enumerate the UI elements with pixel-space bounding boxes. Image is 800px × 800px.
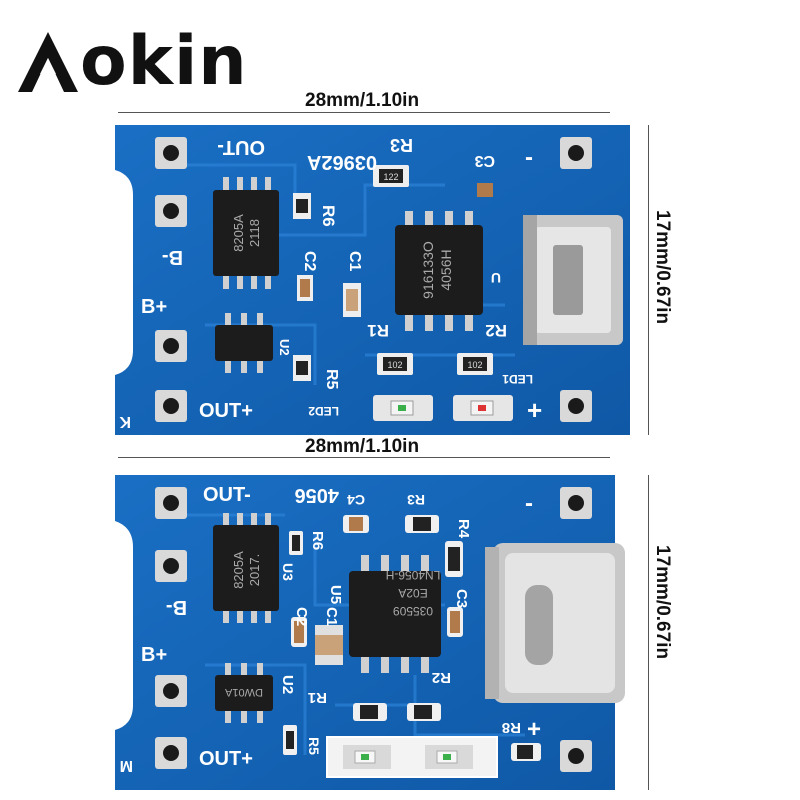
svg-text:R6: R6: [319, 205, 338, 227]
svg-text:C2: C2: [301, 251, 318, 272]
svg-text:R5: R5: [323, 369, 340, 390]
svg-text:4056H: 4056H: [438, 249, 454, 290]
svg-text:K: K: [119, 413, 131, 430]
svg-text:OUT+: OUT+: [199, 748, 253, 770]
svg-text:C3: C3: [453, 589, 470, 608]
left-pads: [155, 137, 187, 422]
micro-usb-connector: [523, 215, 623, 345]
svg-text:C3: C3: [474, 152, 495, 169]
logo-a-mark-icon: [18, 32, 78, 92]
top-height-line: [648, 125, 649, 435]
svg-text:122: 122: [383, 172, 398, 182]
svg-text:916133O: 916133O: [420, 241, 436, 299]
svg-text:R3: R3: [390, 135, 413, 155]
svg-text:2017.: 2017.: [247, 554, 262, 587]
chip-ln4056-bottom: 035509 E02A LN4056-H: [349, 555, 441, 673]
right-pads: [560, 487, 592, 772]
svg-text:8205A: 8205A: [231, 214, 246, 252]
svg-text:LN4056-H: LN4056-H: [386, 568, 441, 582]
passives-bottom: [283, 515, 541, 761]
svg-text:-: -: [525, 490, 533, 517]
svg-text:U5: U5: [327, 585, 344, 604]
svg-text:E02A: E02A: [398, 586, 427, 600]
svg-text:R4: R4: [455, 519, 472, 539]
chip-8205a-bottom: 8205A 2017.: [213, 513, 279, 623]
svg-text:R1: R1: [308, 689, 327, 706]
svg-text:B-: B-: [166, 596, 187, 618]
chip-8205a-top: 8205A 2118: [213, 177, 279, 289]
brand-logo: okin: [18, 28, 248, 96]
svg-text:DW01A: DW01A: [224, 686, 263, 698]
svg-text:R1: R1: [367, 321, 389, 340]
svg-text:102: 102: [387, 360, 402, 370]
bottom-width-label: 28mm/1.10in: [305, 436, 420, 457]
svg-text:R5: R5: [306, 737, 322, 755]
left-pads: [155, 487, 187, 769]
usb-c-connector: [485, 543, 625, 703]
svg-text:B+: B+: [141, 644, 167, 666]
brand-name: okin: [80, 22, 248, 101]
chip-dw01a-bottom: DW01A: [215, 663, 273, 723]
svg-text:U: U: [491, 270, 501, 286]
svg-text:M: M: [120, 757, 133, 774]
leds-top: [373, 395, 513, 421]
svg-text:4056: 4056: [295, 484, 340, 506]
svg-text:R2: R2: [485, 321, 507, 340]
right-pads: [560, 137, 592, 422]
svg-text:+: +: [527, 716, 541, 743]
svg-text:U3: U3: [280, 563, 296, 581]
svg-text:C2: C2: [293, 607, 310, 626]
chip-4056h-top: 916133O 4056H: [395, 211, 483, 331]
svg-text:R8: R8: [502, 719, 521, 736]
svg-text:C1: C1: [346, 251, 363, 272]
svg-text:U2: U2: [277, 339, 292, 356]
svg-text:U2: U2: [279, 675, 296, 694]
svg-text:LED2: LED2: [308, 404, 339, 418]
svg-text:B+: B+: [141, 296, 167, 318]
top-width-label: 28mm/1.10in: [305, 90, 420, 111]
svg-text:-: -: [525, 144, 533, 171]
svg-text:C1: C1: [323, 607, 340, 626]
chip-u2-top: [215, 313, 273, 373]
svg-text:B-: B-: [162, 246, 183, 268]
bottom-height-label: 17mm/0.67in: [652, 545, 673, 660]
svg-text:R6: R6: [309, 531, 326, 550]
svg-text:2118: 2118: [247, 219, 262, 247]
svg-text:+: +: [527, 395, 542, 425]
bottom-height-line: [648, 475, 649, 790]
top-width-line: [118, 112, 610, 113]
leds-bottom: [326, 736, 498, 778]
pcb-board-top: 8205A 2118 916133O 4056H 122 102 102: [115, 125, 630, 435]
pcb-board-bottom: 8205A 2017. DW01A 035509 E02A LN4056-H: [115, 475, 625, 790]
svg-text:R3: R3: [407, 492, 425, 508]
svg-text:C4: C4: [347, 492, 365, 508]
svg-text:OUT+: OUT+: [199, 400, 253, 422]
svg-text:R2: R2: [432, 669, 451, 686]
svg-text:LED1: LED1: [502, 372, 533, 386]
svg-text:8205A: 8205A: [231, 551, 246, 589]
svg-text:102: 102: [467, 360, 482, 370]
svg-text:OUT-: OUT-: [217, 136, 265, 158]
top-height-label: 17mm/0.67in: [652, 210, 673, 325]
svg-text:035509: 035509: [393, 604, 433, 618]
svg-text:03962A: 03962A: [307, 151, 377, 173]
bottom-width-line: [118, 457, 610, 458]
resistors-top: 122 102 102: [293, 165, 493, 381]
svg-text:OUT-: OUT-: [203, 484, 251, 506]
